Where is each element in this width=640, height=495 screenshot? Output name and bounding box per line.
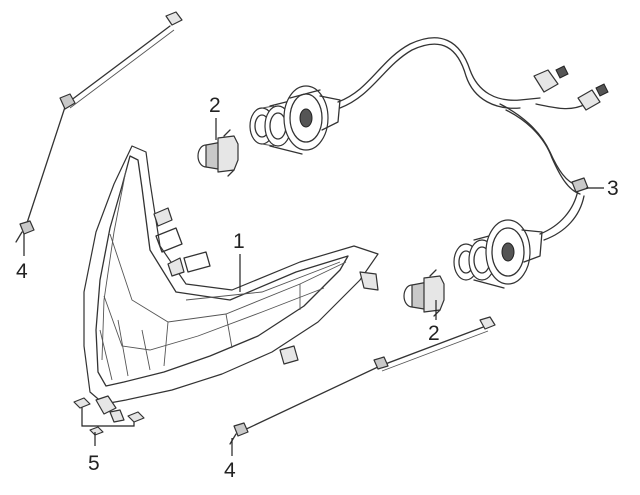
bolt-rod-left [15,11,183,243]
socket-lower [453,219,543,289]
callout-2-bulb-upper: 2 [209,94,221,117]
callout-3-wire-harness: 3 [607,177,619,200]
bulb-upper [197,129,239,177]
callout-5-clip: 5 [88,452,100,475]
callout-2-bulb-lower: 2 [428,322,440,345]
headlight-housing [83,145,379,423]
bolt-rod-bottom [229,316,496,445]
callout-1-headlight-assembly: 1 [233,230,245,253]
clip-bracket [73,397,145,446]
bulb-lower [403,269,445,317]
socket-upper [249,85,341,155]
leader-lines [23,118,604,456]
callout-4-bolt-left: 4 [16,260,28,283]
callout-4-bolt-bottom: 4 [224,459,236,482]
wire-harness [337,37,609,241]
